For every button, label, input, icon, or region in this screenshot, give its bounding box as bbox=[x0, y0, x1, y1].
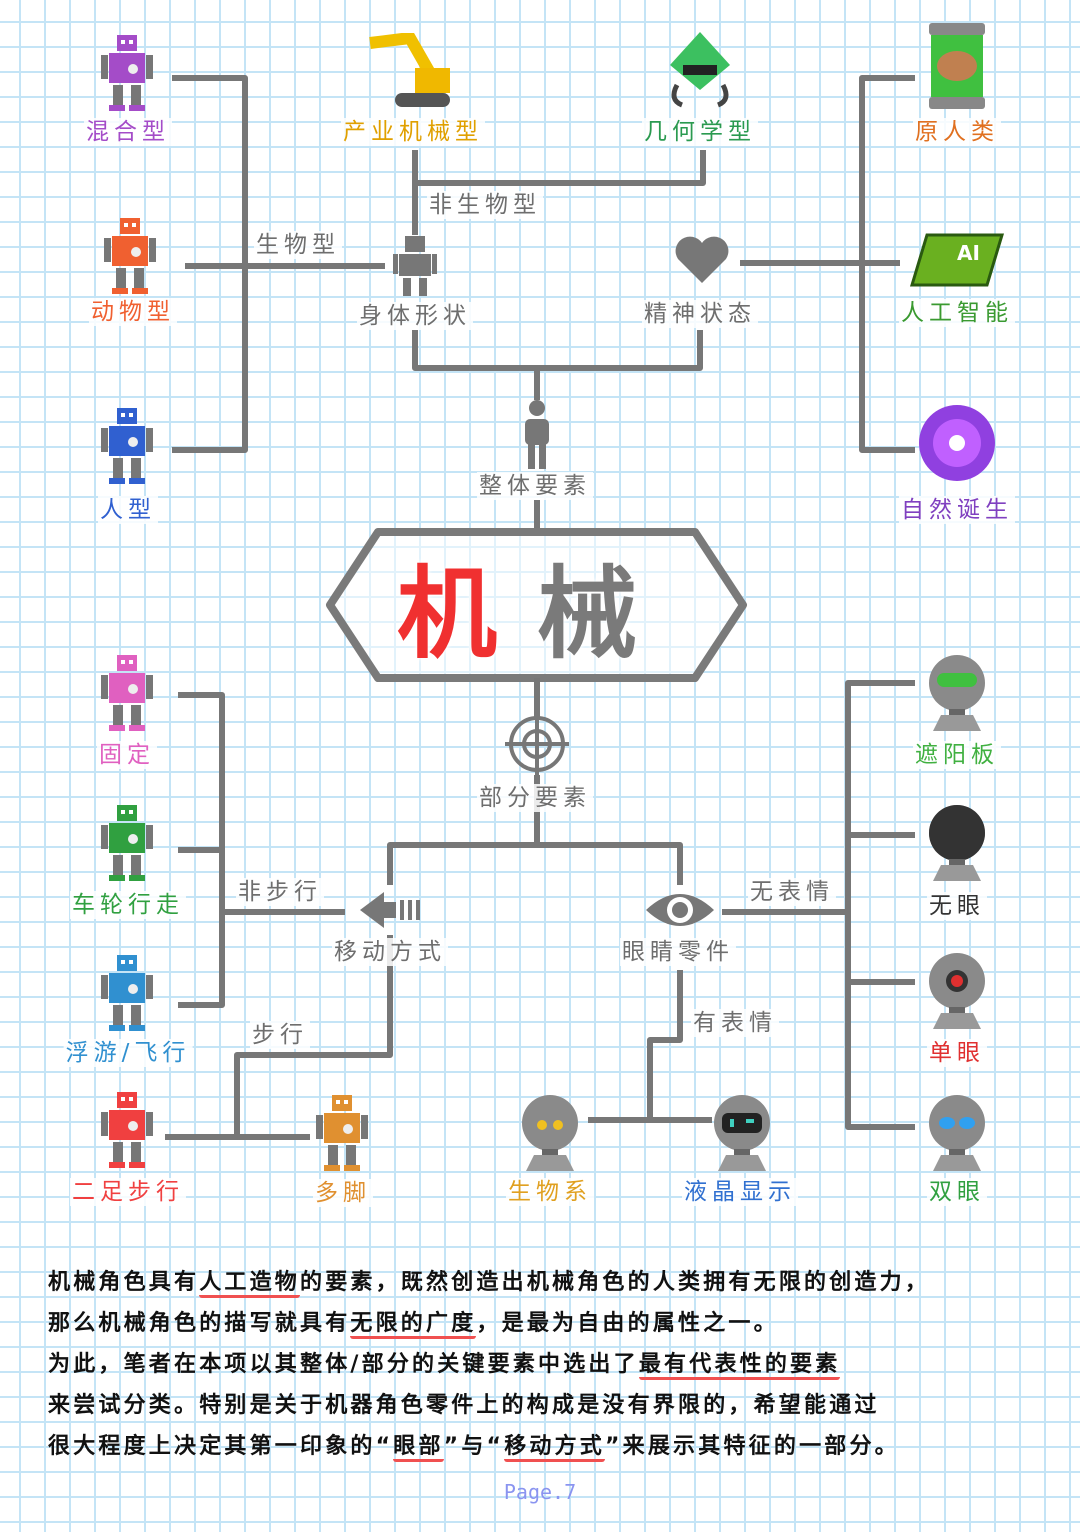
animal-robot-icon bbox=[100, 216, 160, 300]
title-char-2: 械 bbox=[537, 555, 677, 673]
arrow-left-icon bbox=[360, 890, 426, 934]
label-wheeled: 车轮行走 bbox=[70, 891, 186, 919]
label-non-walking: 非步行 bbox=[236, 878, 324, 906]
label-non-biological: 非生物型 bbox=[427, 191, 543, 219]
excavator-icon bbox=[360, 31, 460, 117]
label-overall: 整体要素 bbox=[477, 472, 593, 500]
label-geometric: 几何学型 bbox=[642, 118, 758, 146]
text: 机械角色具有 bbox=[48, 1270, 200, 1295]
lcd-head-icon bbox=[710, 1093, 774, 1177]
title-char-1: 机 bbox=[397, 555, 537, 673]
para-line-2: 那么机械角色的描写就具有无限的广度，是最为自由的属性之一。 bbox=[48, 1303, 1058, 1344]
label-movement: 移动方式 bbox=[332, 938, 448, 966]
label-eye-parts: 眼睛零件 bbox=[620, 938, 736, 966]
text: 为此，笔者在本项以其整体/部分的关键要素中选出了 bbox=[48, 1352, 639, 1377]
para-line-3: 为此，笔者在本项以其整体/部分的关键要素中选出了最有代表性的要素 bbox=[48, 1344, 1058, 1385]
highlight: 移动方式 bbox=[504, 1434, 606, 1462]
description-paragraph: 机械角色具有人工造物的要素，既然创造出机械角色的人类拥有无限的创造力， 那么机械… bbox=[48, 1262, 1058, 1467]
highlight: 最有代表性的要素 bbox=[638, 1352, 841, 1380]
hybrid-robot-icon bbox=[97, 33, 157, 117]
para-line-4: 来尝试分类。特别是关于机器角色零件上的构成是没有界限的，希望能通过 bbox=[48, 1393, 880, 1418]
robot-body-icon bbox=[393, 236, 437, 300]
text: ”来展示其特征的一部分。 bbox=[605, 1434, 900, 1459]
label-lcd: 液晶显示 bbox=[682, 1178, 798, 1206]
label-mono-eye: 单眼 bbox=[927, 1039, 987, 1067]
label-partial: 部分要素 bbox=[477, 784, 593, 812]
label-mental-state: 精神状态 bbox=[642, 300, 758, 328]
svg-text:AI: AI bbox=[957, 241, 980, 265]
label-animal: 动物型 bbox=[89, 298, 177, 326]
label-twin-eye: 双眼 bbox=[927, 1178, 987, 1206]
biped-robot-icon bbox=[97, 1090, 157, 1174]
person-icon bbox=[519, 399, 555, 473]
label-body-shape: 身体形状 bbox=[357, 302, 473, 330]
label-walking: 步行 bbox=[250, 1021, 310, 1049]
label-visor: 遮阳板 bbox=[913, 741, 1001, 769]
text: 很大程度上决定其第一印象的“ bbox=[48, 1434, 394, 1459]
text: 的要素，既然创造出机械角色的人类拥有无限的创造力， bbox=[300, 1270, 931, 1295]
wheeled-robot-icon bbox=[97, 803, 157, 887]
label-ai: 人工智能 bbox=[899, 299, 1015, 327]
highlight: 眼部 bbox=[393, 1434, 444, 1462]
bio-eye-head-icon bbox=[518, 1093, 582, 1177]
label-industrial: 产业机械型 bbox=[341, 118, 485, 146]
flower-icon bbox=[915, 401, 999, 489]
label-no-eye: 无眼 bbox=[927, 892, 987, 920]
label-biped: 二足步行 bbox=[70, 1178, 186, 1206]
ai-chip-icon: AI bbox=[907, 230, 1007, 294]
brain-jar-icon bbox=[925, 21, 989, 115]
target-icon bbox=[505, 712, 569, 780]
text: ”与“ bbox=[443, 1434, 505, 1459]
text: 那么机械角色的描写就具有 bbox=[48, 1311, 351, 1336]
flying-robot-icon bbox=[97, 953, 157, 1037]
heart-icon bbox=[672, 233, 732, 291]
mono-eye-head-icon bbox=[925, 951, 989, 1035]
label-multi-leg: 多脚 bbox=[313, 1179, 373, 1207]
humanoid-robot-icon bbox=[97, 406, 157, 490]
label-proto-human: 原人类 bbox=[913, 118, 1001, 146]
label-fixed: 固定 bbox=[97, 741, 157, 769]
label-bio-eye: 生物系 bbox=[506, 1178, 594, 1206]
page-number: Page.7 bbox=[503, 1480, 577, 1504]
multi-leg-robot-icon bbox=[312, 1093, 372, 1177]
eye-icon bbox=[644, 888, 716, 936]
highlight: 人工造物 bbox=[199, 1270, 301, 1298]
label-humanoid: 人型 bbox=[98, 496, 158, 524]
para-line-5: 很大程度上决定其第一印象的“眼部”与“移动方式”来展示其特征的一部分。 bbox=[48, 1426, 1058, 1467]
no-eye-head-icon bbox=[925, 803, 989, 887]
label-expressive: 有表情 bbox=[691, 1009, 779, 1037]
highlight: 无限的广度 bbox=[350, 1311, 477, 1339]
geometric-robot-icon bbox=[665, 30, 735, 114]
para-line-1: 机械角色具有人工造物的要素，既然创造出机械角色的人类拥有无限的创造力， bbox=[48, 1262, 1058, 1303]
main-title: 机械 bbox=[397, 533, 677, 678]
text: ，是最为自由的属性之一。 bbox=[476, 1311, 779, 1336]
visor-head-icon bbox=[925, 653, 989, 737]
label-expressionless: 无表情 bbox=[748, 878, 836, 906]
fixed-robot-icon bbox=[97, 653, 157, 737]
label-hybrid: 混合型 bbox=[84, 118, 172, 146]
label-natural-born: 自然诞生 bbox=[899, 496, 1015, 524]
label-flying: 浮游/飞行 bbox=[63, 1039, 193, 1067]
label-biological: 生物型 bbox=[254, 231, 342, 259]
twin-eye-head-icon bbox=[925, 1093, 989, 1177]
